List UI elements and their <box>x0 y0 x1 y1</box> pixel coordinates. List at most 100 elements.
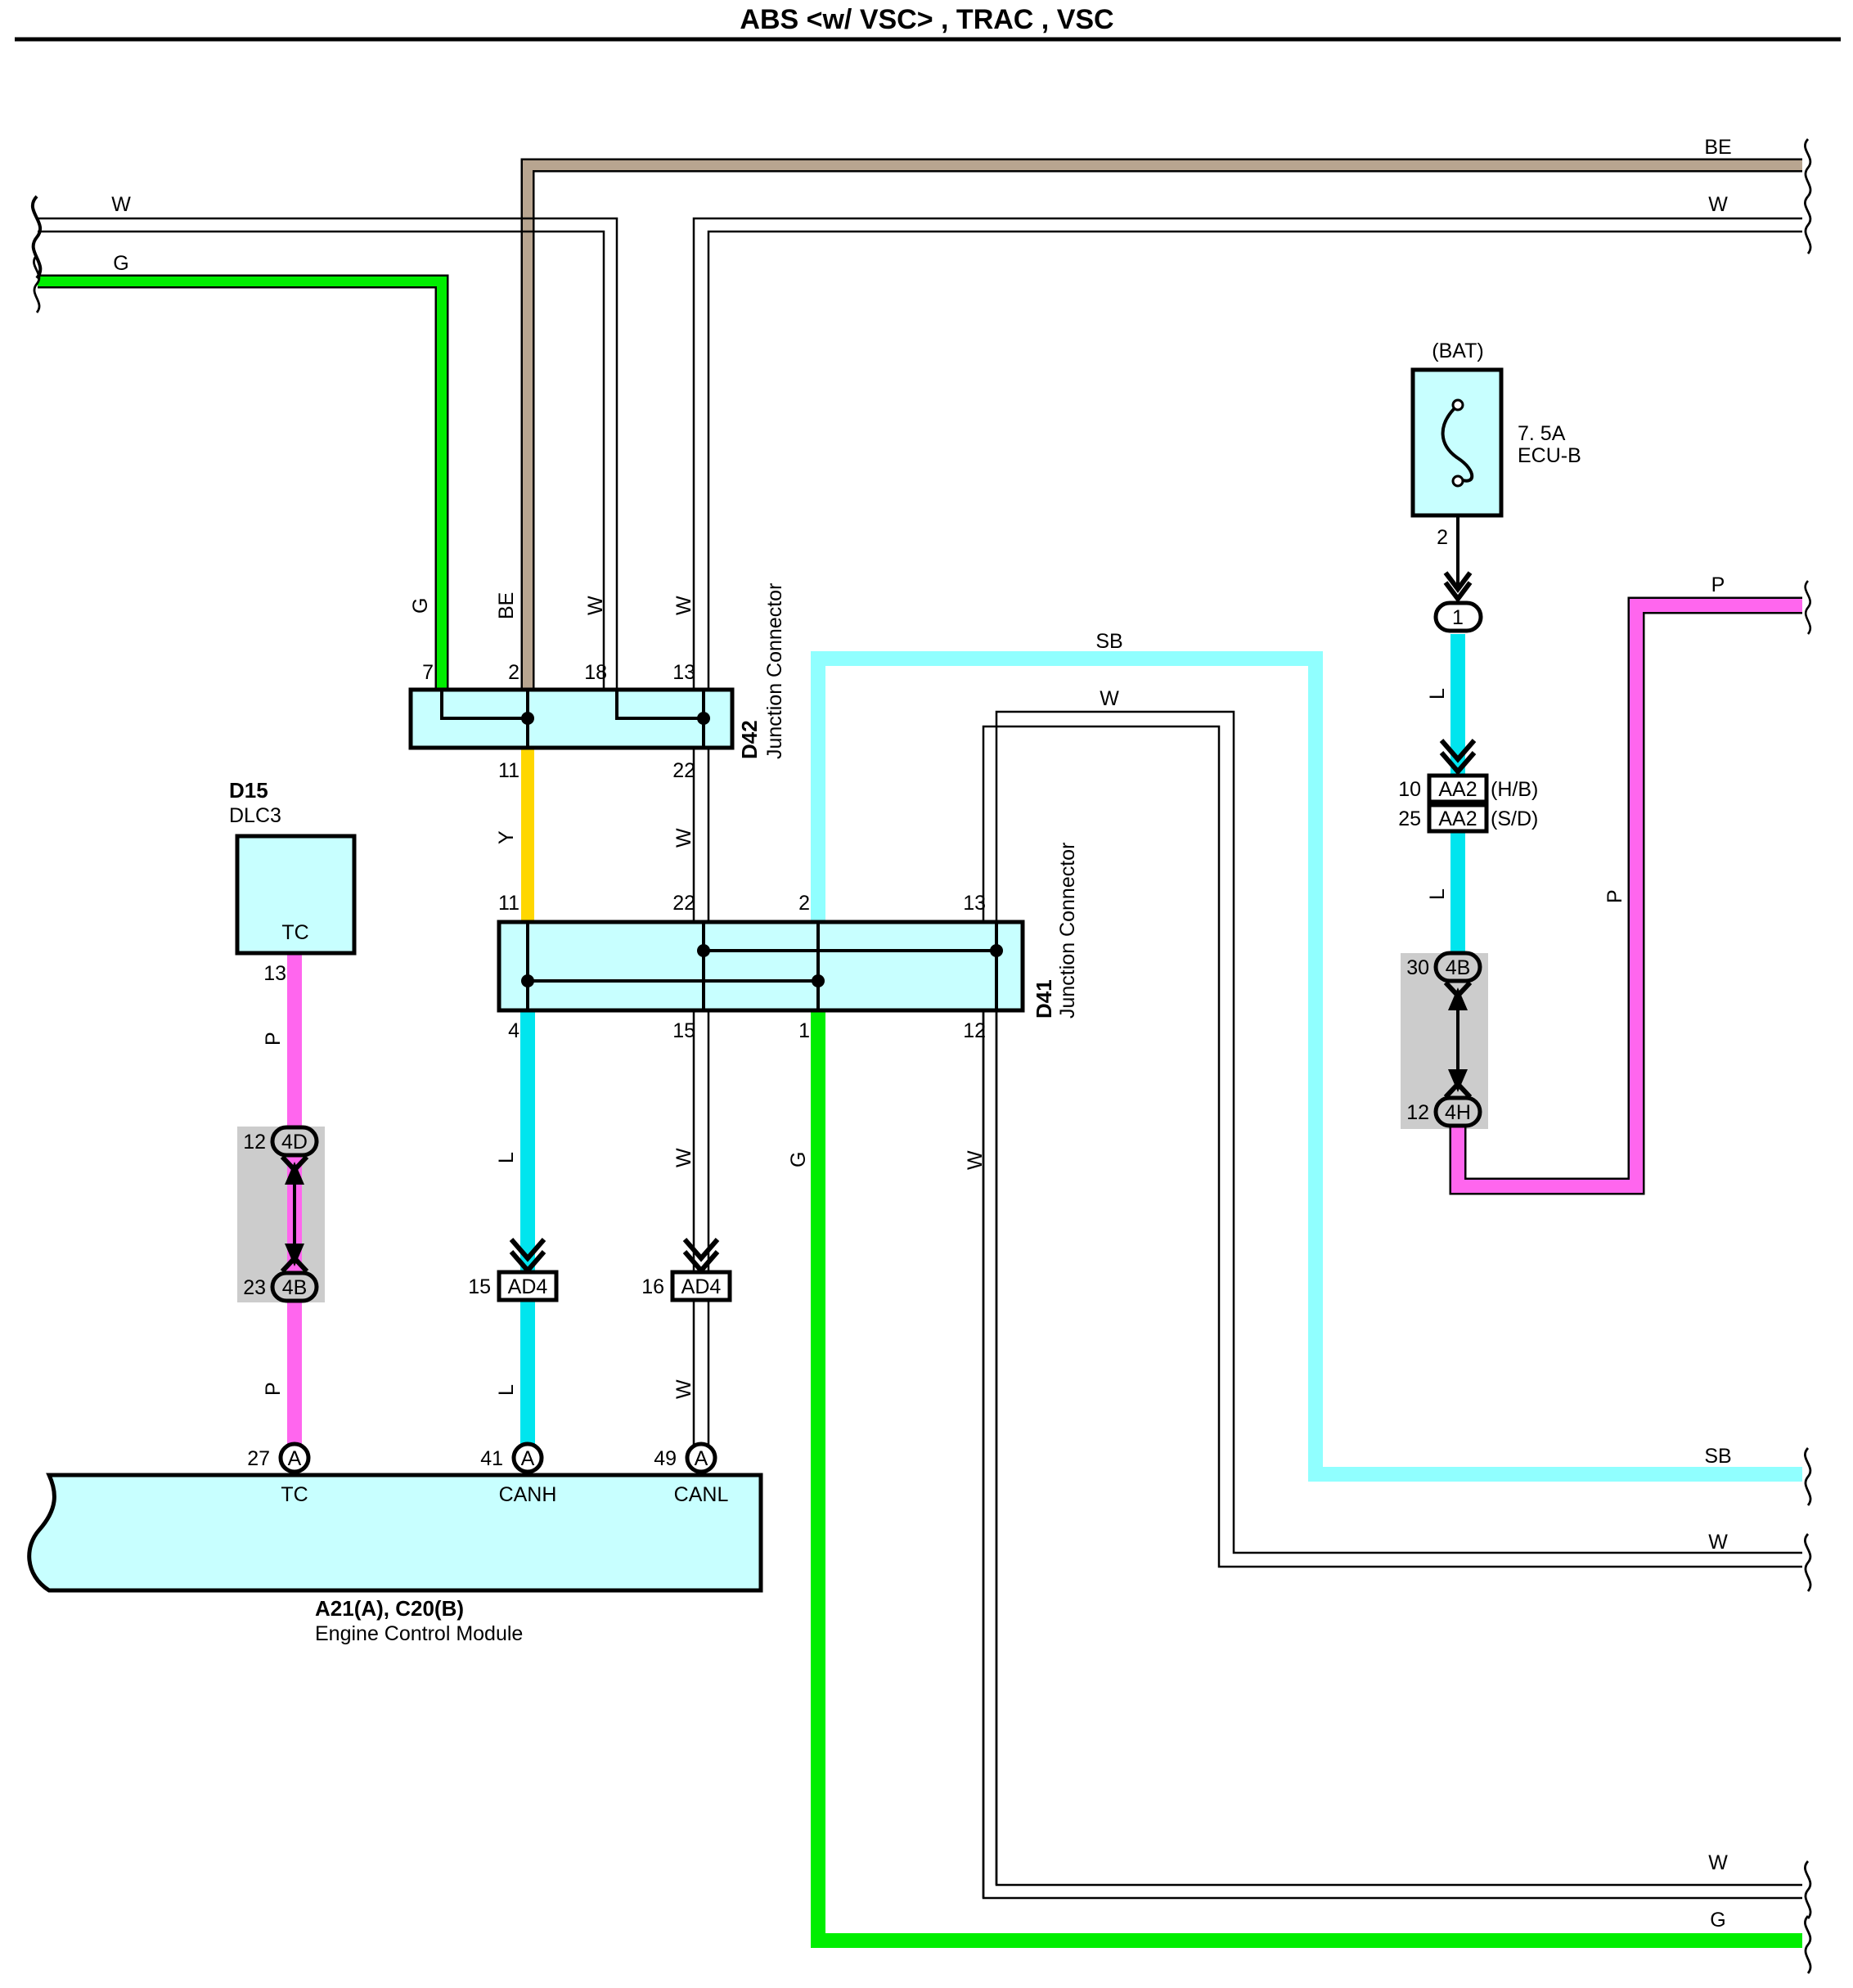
d15-terminal: TC <box>281 921 308 944</box>
dlc-junction: 4D 12 4B 23 <box>243 1125 319 1303</box>
label-l-bat1: L <box>1426 688 1449 699</box>
label-g-d41: G <box>787 1152 810 1167</box>
wire-p-bat-core <box>1451 599 1802 1193</box>
ecm-terminal-1-connector: A <box>288 1447 302 1470</box>
d41-code: D41 <box>1032 979 1056 1019</box>
bat-junction-top-code: 4B <box>1446 956 1471 979</box>
wire-be <box>520 158 1802 689</box>
break-right-w <box>1803 195 1813 255</box>
label-w-mid: W <box>672 828 695 848</box>
dlc-junction-bottom-pin: 23 <box>243 1276 266 1299</box>
d41-pin-12: 12 <box>963 1019 986 1042</box>
ad4-right-pin: 16 <box>641 1275 664 1298</box>
fuse-name: ECU-B <box>1518 444 1581 467</box>
label-w-d41: W <box>964 1150 987 1170</box>
bat-junction: 4B 30 4H 12 <box>1406 951 1482 1128</box>
aa2-2-pin: 25 <box>1398 807 1421 830</box>
label-g-left: G <box>113 252 128 275</box>
aa2-2-variant: (S/D) <box>1491 807 1538 830</box>
label-w-right-top: W <box>1708 193 1728 216</box>
label-d42-w18: W <box>584 596 607 615</box>
label-sb-right: SB <box>1704 1445 1731 1468</box>
ad4-left: AD4 15 <box>468 1238 559 1302</box>
break-right-g-bot <box>1803 1914 1813 1975</box>
dlc-junction-top-pin: 12 <box>243 1131 266 1154</box>
label-w-top-loop: W <box>1100 687 1119 710</box>
ecm-code: A21(A), C20(B) <box>315 1596 464 1621</box>
label-l-bat2: L <box>1426 888 1449 900</box>
fuse-ecu-b: (BAT) 7. 5A ECU-B 2 1 <box>1410 340 1581 633</box>
d15-box <box>235 834 357 956</box>
label-d42-be: BE <box>495 592 518 619</box>
dlc-junction-top-code: 4D <box>281 1131 308 1154</box>
wire-g-left <box>38 274 449 689</box>
wire-w-loop <box>982 710 1802 1898</box>
aa2-1-code: AA2 <box>1438 778 1477 801</box>
d15-code: D15 <box>229 778 268 803</box>
fuse-rating: 7. 5A <box>1518 422 1566 445</box>
d41-pin-2: 2 <box>798 892 810 915</box>
wire-g-left-core <box>38 277 447 689</box>
break-right-p <box>1803 579 1812 636</box>
wire-be-core <box>523 160 1802 689</box>
d42-pin-7: 7 <box>422 661 434 684</box>
d41-pin-1: 1 <box>798 1019 810 1042</box>
aa2-2-code: AA2 <box>1438 807 1477 830</box>
d41-pin-15: 15 <box>672 1019 695 1042</box>
d42-name: Junction Connector <box>763 583 786 759</box>
fuse-out-pin: 2 <box>1437 526 1448 549</box>
aa2-connectors: AA2 10 (H/B) AA2 25 (S/D) <box>1398 739 1538 834</box>
bat-junction-top-pin: 30 <box>1406 956 1429 979</box>
bat-junction-bottom-code: 4H <box>1445 1101 1471 1124</box>
ecm-terminal-2-connector: A <box>521 1447 535 1470</box>
wire-w-left <box>38 217 618 689</box>
fuse-connector-pin: 1 <box>1452 606 1464 629</box>
label-g-right-bottom: G <box>1710 1909 1725 1932</box>
d42-pin-13: 13 <box>672 661 695 684</box>
label-sb-top: SB <box>1095 630 1122 653</box>
ecm-terminal-3-connector: A <box>695 1447 708 1470</box>
d41-pin-13: 13 <box>963 892 986 915</box>
engine-control-module: A 27 TC A 41 CANH A 49 CANL A21(A), C20(… <box>27 1442 763 1645</box>
label-w-ad4: W <box>672 1148 695 1167</box>
bat-junction-bottom-pin: 12 <box>1406 1101 1429 1124</box>
d41-junction-connector: 11 22 2 13 4 15 1 12 D41 Junction Connec… <box>497 843 1079 1042</box>
wire-w-right-top <box>692 217 1802 1460</box>
fuse-source: (BAT) <box>1432 340 1483 362</box>
label-w-right-mid: W <box>1708 1531 1728 1554</box>
ad4-right-code: AD4 <box>681 1275 722 1298</box>
label-l-left: L <box>495 1152 518 1163</box>
d42-pin-2: 2 <box>508 661 519 684</box>
label-p-ecm: P <box>262 1382 285 1396</box>
page-title: ABS <w/ VSC> , TRAC , VSC <box>740 4 1113 35</box>
d42-pin-11: 11 <box>498 759 519 782</box>
label-w-right-bottom: W <box>1708 1851 1728 1874</box>
ecm-terminal-2-pin: 41 <box>480 1447 503 1470</box>
fuse-box <box>1410 367 1504 518</box>
d42-code: D42 <box>737 720 762 759</box>
break-right-sb <box>1803 1446 1813 1507</box>
break-right-be <box>1803 137 1813 198</box>
d42-junction-connector: 7 2 18 13 11 22 D42 Junction Connector <box>408 583 786 782</box>
label-p-right-top: P <box>1711 573 1725 596</box>
ecm-terminal-1-name: TC <box>281 1483 308 1506</box>
label-d42-w13: W <box>672 596 695 615</box>
wire-labels: BE W W G G BE W W Y W SB W P P L L W W G… <box>111 136 1731 1932</box>
ecm-name: Engine Control Module <box>315 1622 523 1645</box>
bat-junction-top-oval <box>1433 951 1482 983</box>
label-w-ecm: W <box>672 1379 695 1399</box>
d41-pin-11: 11 <box>498 892 519 915</box>
break-right-w-bot <box>1803 1860 1813 1920</box>
d41-name: Junction Connector <box>1056 843 1079 1019</box>
label-l-ecm: L <box>495 1384 518 1396</box>
dlc-junction-bottom-oval <box>270 1271 319 1303</box>
wire-w-d41 <box>982 1011 1802 1900</box>
label-p-right-vert: P <box>1603 889 1626 903</box>
break-right-w-mid <box>1803 1532 1813 1593</box>
wire-sb <box>811 651 1802 1482</box>
aa2-1-pin: 10 <box>1398 778 1421 801</box>
bat-junction-bottom-oval <box>1433 1095 1482 1128</box>
label-be-right: BE <box>1704 136 1731 159</box>
ecm-terminal-1-pin: 27 <box>247 1447 270 1470</box>
